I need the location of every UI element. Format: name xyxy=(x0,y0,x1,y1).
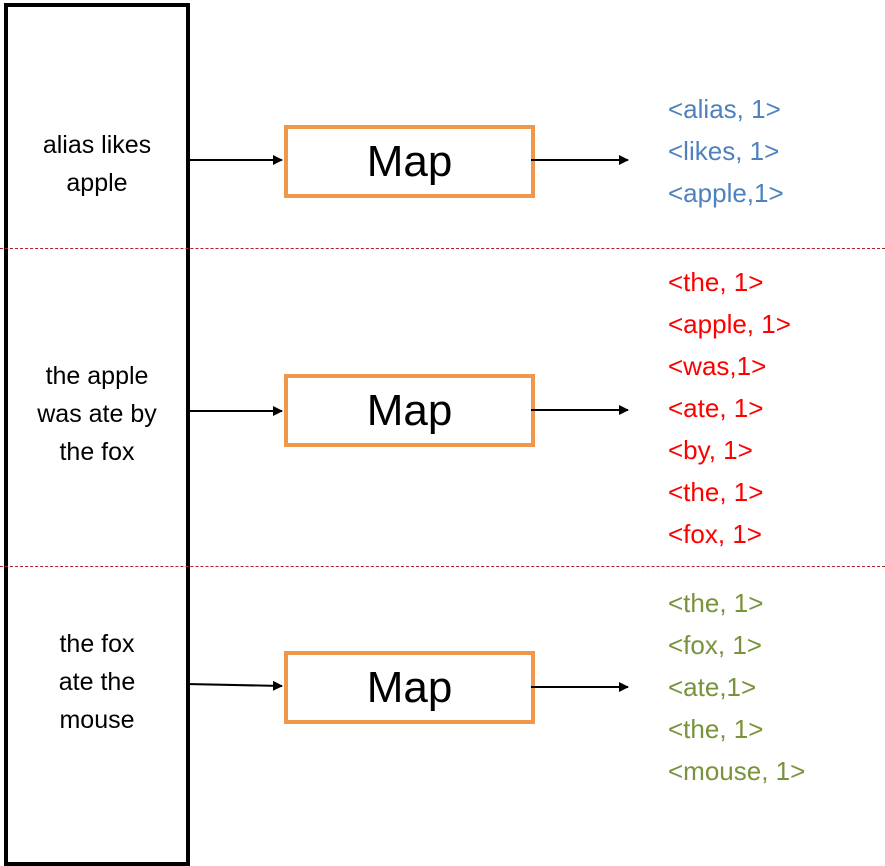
output-pairs-3: <the, 1> <fox, 1> <ate,1> <the, 1> <mous… xyxy=(668,582,805,792)
input-split-1: alias likes apple xyxy=(8,126,186,202)
map-box-3-label: Map xyxy=(366,662,453,712)
input-split-1-line-2: apple xyxy=(66,169,128,197)
output-pair: <fox, 1> xyxy=(668,519,762,549)
output-pair: <apple,1> xyxy=(668,178,784,208)
output-pair: <the, 1> xyxy=(668,477,764,507)
map-box-1-label: Map xyxy=(366,136,453,186)
map-box-2: Map xyxy=(284,374,535,447)
output-pair: <mouse, 1> xyxy=(668,756,806,786)
output-pair: <by, 1> xyxy=(668,435,753,465)
input-split-2-line-2: was ate by xyxy=(37,400,157,428)
separator-1 xyxy=(0,248,885,249)
input-split-2-line-3: the fox xyxy=(59,438,135,466)
output-pair: <the, 1> xyxy=(668,267,764,297)
map-box-1: Map xyxy=(284,125,535,198)
input-split-2-line-1: the apple xyxy=(45,362,149,390)
output-pair: <apple, 1> xyxy=(668,309,791,339)
map-box-2-label: Map xyxy=(366,385,453,435)
output-pair: <likes, 1> xyxy=(668,136,780,166)
map-box-3: Map xyxy=(284,651,535,724)
output-pair: <ate,1> xyxy=(668,672,757,702)
input-split-3-line-1: the fox xyxy=(59,630,135,658)
input-split-1-line-1: alias likes xyxy=(42,131,152,159)
input-splits-column xyxy=(4,3,190,866)
output-pair: <the, 1> xyxy=(668,588,764,618)
separator-2 xyxy=(0,566,885,567)
output-pairs-2: <the, 1> <apple, 1> <was,1> <ate, 1> <by… xyxy=(668,261,791,555)
input-split-2: the apple was ate by the fox xyxy=(8,357,186,471)
arrow-input-3-to-map-3 xyxy=(185,680,283,691)
output-pair: <fox, 1> xyxy=(668,630,762,660)
output-pairs-1: <alias, 1> <likes, 1> <apple,1> xyxy=(668,88,784,214)
output-pair: <was,1> xyxy=(668,351,767,381)
input-split-3-line-3: mouse xyxy=(59,706,135,734)
input-split-3-line-2: ate the xyxy=(58,668,136,696)
input-split-3: the fox ate the mouse xyxy=(8,625,186,739)
output-pair: <ate, 1> xyxy=(668,393,764,423)
output-pair: <alias, 1> xyxy=(668,94,781,124)
output-pair: <the, 1> xyxy=(668,714,764,744)
